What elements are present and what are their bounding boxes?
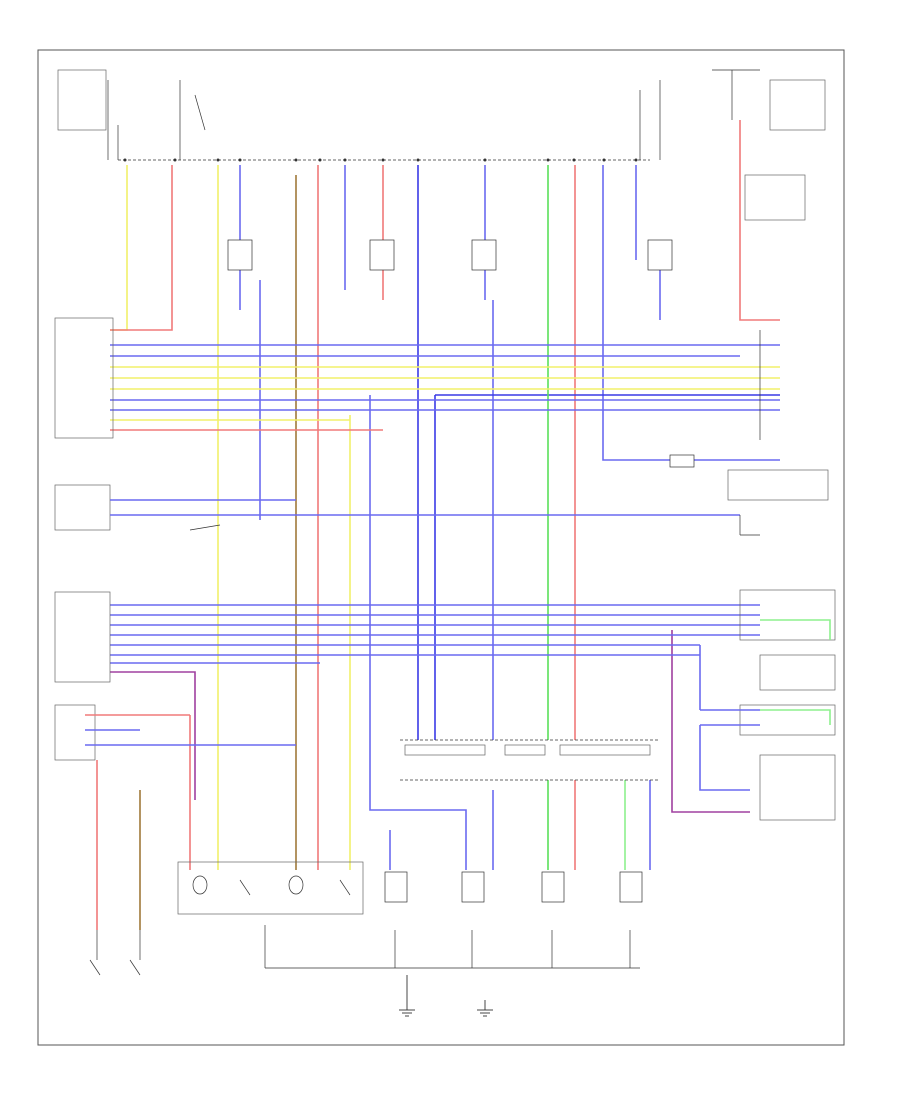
middle-switch — [54, 469, 829, 536]
vertical-wires — [96, 120, 780, 930]
ground-symbol-right — [477, 1000, 493, 1017]
center-module — [400, 739, 660, 781]
ground-symbols — [399, 975, 493, 1017]
left-bottom-switches — [89, 930, 141, 976]
top-bus-terminals — [123, 158, 638, 162]
diagram-border — [37, 49, 845, 1046]
top-fuse-block — [57, 69, 826, 221]
connector-pins — [227, 239, 695, 468]
upper-horizontal-bus — [54, 317, 780, 440]
ground-symbol-left — [399, 975, 415, 1017]
left-lower-connector — [54, 704, 296, 761]
lower-horizontal-bus — [54, 589, 836, 821]
bottom-switch-modules — [177, 861, 643, 969]
